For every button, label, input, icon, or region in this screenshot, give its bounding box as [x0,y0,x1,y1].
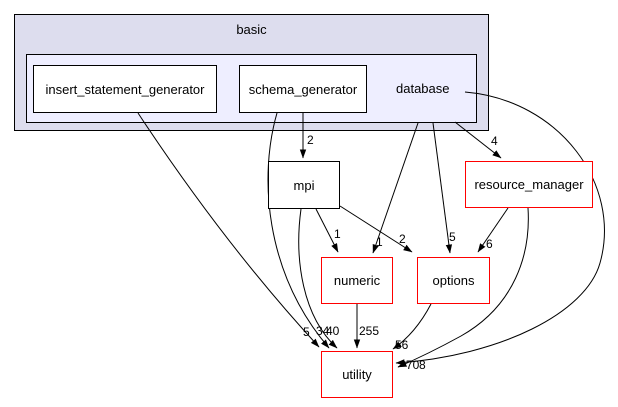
edge-resource_manager-utility [397,207,529,368]
edge-label-options-utility: 56 [395,338,409,352]
node-options[interactable]: options [417,257,490,304]
edge-mpi-utility [298,208,338,349]
edge-label-resource_manager-utility: 8 [419,358,426,372]
node-schema_generator-label: schema_generator [248,81,358,97]
edge-label-database-options: 5 [449,230,456,244]
edge-options-utility [392,303,432,350]
edge-label-resource_manager-options: 6 [486,237,493,251]
node-utility[interactable]: utility [321,351,393,398]
edge-insert_statement_generator-utility [137,112,320,348]
edge-label-mpi-utility: 40 [326,324,340,338]
edge-mpi-options [339,205,413,253]
edge-label-database-utility: 70 [406,358,420,372]
node-mpi-label: mpi [293,177,315,193]
edge-database-utility [395,91,605,366]
node-schema_generator[interactable]: schema_generator [239,65,367,113]
node-numeric-label: numeric [333,273,381,288]
node-utility-label: utility [342,367,372,382]
edge-label-database-resource_manager: 4 [491,134,498,148]
edge-schema_generator-utility [267,112,330,349]
edge-label-numeric-utility: 255 [359,324,380,338]
node-resource_manager-label: resource_manager [474,177,584,192]
node-resource_manager[interactable]: resource_manager [465,161,593,208]
edge-label-schema_generator-utility: 34 [316,324,330,338]
current-dir-label[interactable]: database [396,81,450,96]
cluster-basic-label: basic [236,22,267,37]
node-mpi[interactable]: mpi [268,161,340,209]
edge-resource_manager-options [477,207,509,253]
edge-label-mpi-options: 2 [399,232,406,246]
edge-mpi-numeric [315,208,339,253]
node-numeric[interactable]: numeric [321,257,393,304]
node-insert_statement_generator-label: insert_statement_generator [45,81,205,97]
node-options-label: options [432,273,475,288]
edge-label-mpi-numeric: 1 [334,227,341,241]
edge-label-schema_generator-mpi: 2 [307,133,314,147]
edge-label-insert_statement_generator-utility: 5 [303,325,310,339]
edge-database-numeric [372,122,419,254]
node-insert_statement_generator[interactable]: insert_statement_generator [33,65,217,113]
edge-database-options [432,122,453,254]
edge-label-database-numeric: 1 [376,235,383,249]
edge-database-resource_manager [454,121,502,159]
